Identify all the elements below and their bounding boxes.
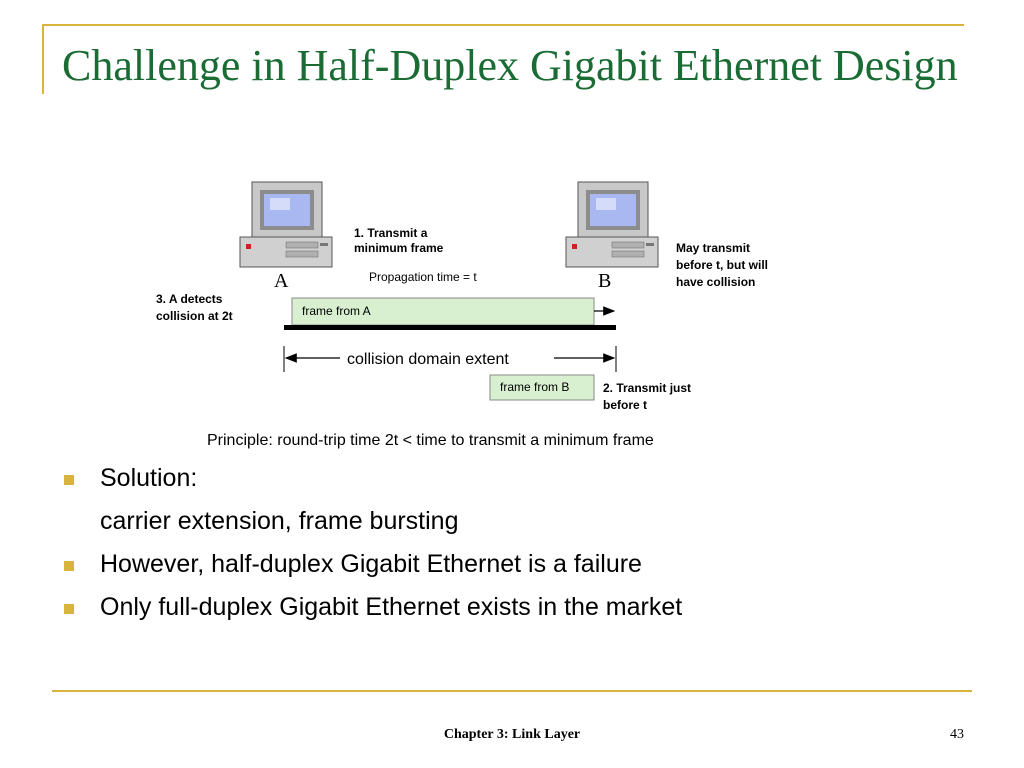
principle-text: Principle: round-trip time 2t < time to … <box>207 432 654 449</box>
step3-line1: 3. A detects <box>156 292 223 306</box>
frame-b-label: frame from B <box>500 380 569 394</box>
step1-line1: 1. Transmit a <box>354 226 428 240</box>
step2-line2: before t <box>603 398 647 412</box>
bullet-list: Solution: carrier extension, frame burst… <box>62 460 962 632</box>
page-number: 43 <box>950 727 964 742</box>
footer-rule <box>52 690 972 692</box>
bullet-marker <box>64 561 74 571</box>
left-rule <box>42 24 44 94</box>
bullet-marker <box>64 604 74 614</box>
note-b-line1: May transmit <box>676 241 750 255</box>
step1-line2: minimum frame <box>354 241 444 255</box>
frame-b-box <box>489 374 595 401</box>
top-rule <box>42 24 964 26</box>
bullet-item: Only full-duplex Gigabit Ethernet exists… <box>62 589 962 632</box>
bullet-text: Only full-duplex Gigabit Ethernet exists… <box>100 593 683 621</box>
note-b-line3: have collision <box>676 275 755 289</box>
step2-line1: 2. Transmit just <box>603 381 691 395</box>
footer-chapter: Chapter 3: Link Layer <box>443 727 581 742</box>
bullet-marker <box>64 475 74 485</box>
slide-title: Challenge in Half-Duplex Gigabit Etherne… <box>62 41 958 90</box>
note-b-line2: before t, but will <box>676 258 768 272</box>
host-a-label: A <box>274 270 289 292</box>
ethernet-bus <box>284 325 616 330</box>
frame-a-box <box>291 297 595 326</box>
bullet-subitem: carrier extension, frame bursting <box>62 503 962 546</box>
bullet-text: However, half-duplex Gigabit Ethernet is… <box>100 550 642 578</box>
computer-icon <box>565 181 659 268</box>
step3-line2: collision at 2t <box>156 309 233 323</box>
collision-domain-label: collision domain extent <box>347 351 509 368</box>
computer-icon <box>239 181 333 268</box>
host-b-label: B <box>598 270 611 292</box>
bullet-text: carrier extension, frame bursting <box>100 507 459 535</box>
bullet-item: Solution: <box>62 460 962 503</box>
bullet-item: However, half-duplex Gigabit Ethernet is… <box>62 546 962 589</box>
bullet-text: Solution: <box>100 464 198 492</box>
propagation-label: Propagation time = t <box>369 270 477 284</box>
frame-a-label: frame from A <box>302 304 371 318</box>
